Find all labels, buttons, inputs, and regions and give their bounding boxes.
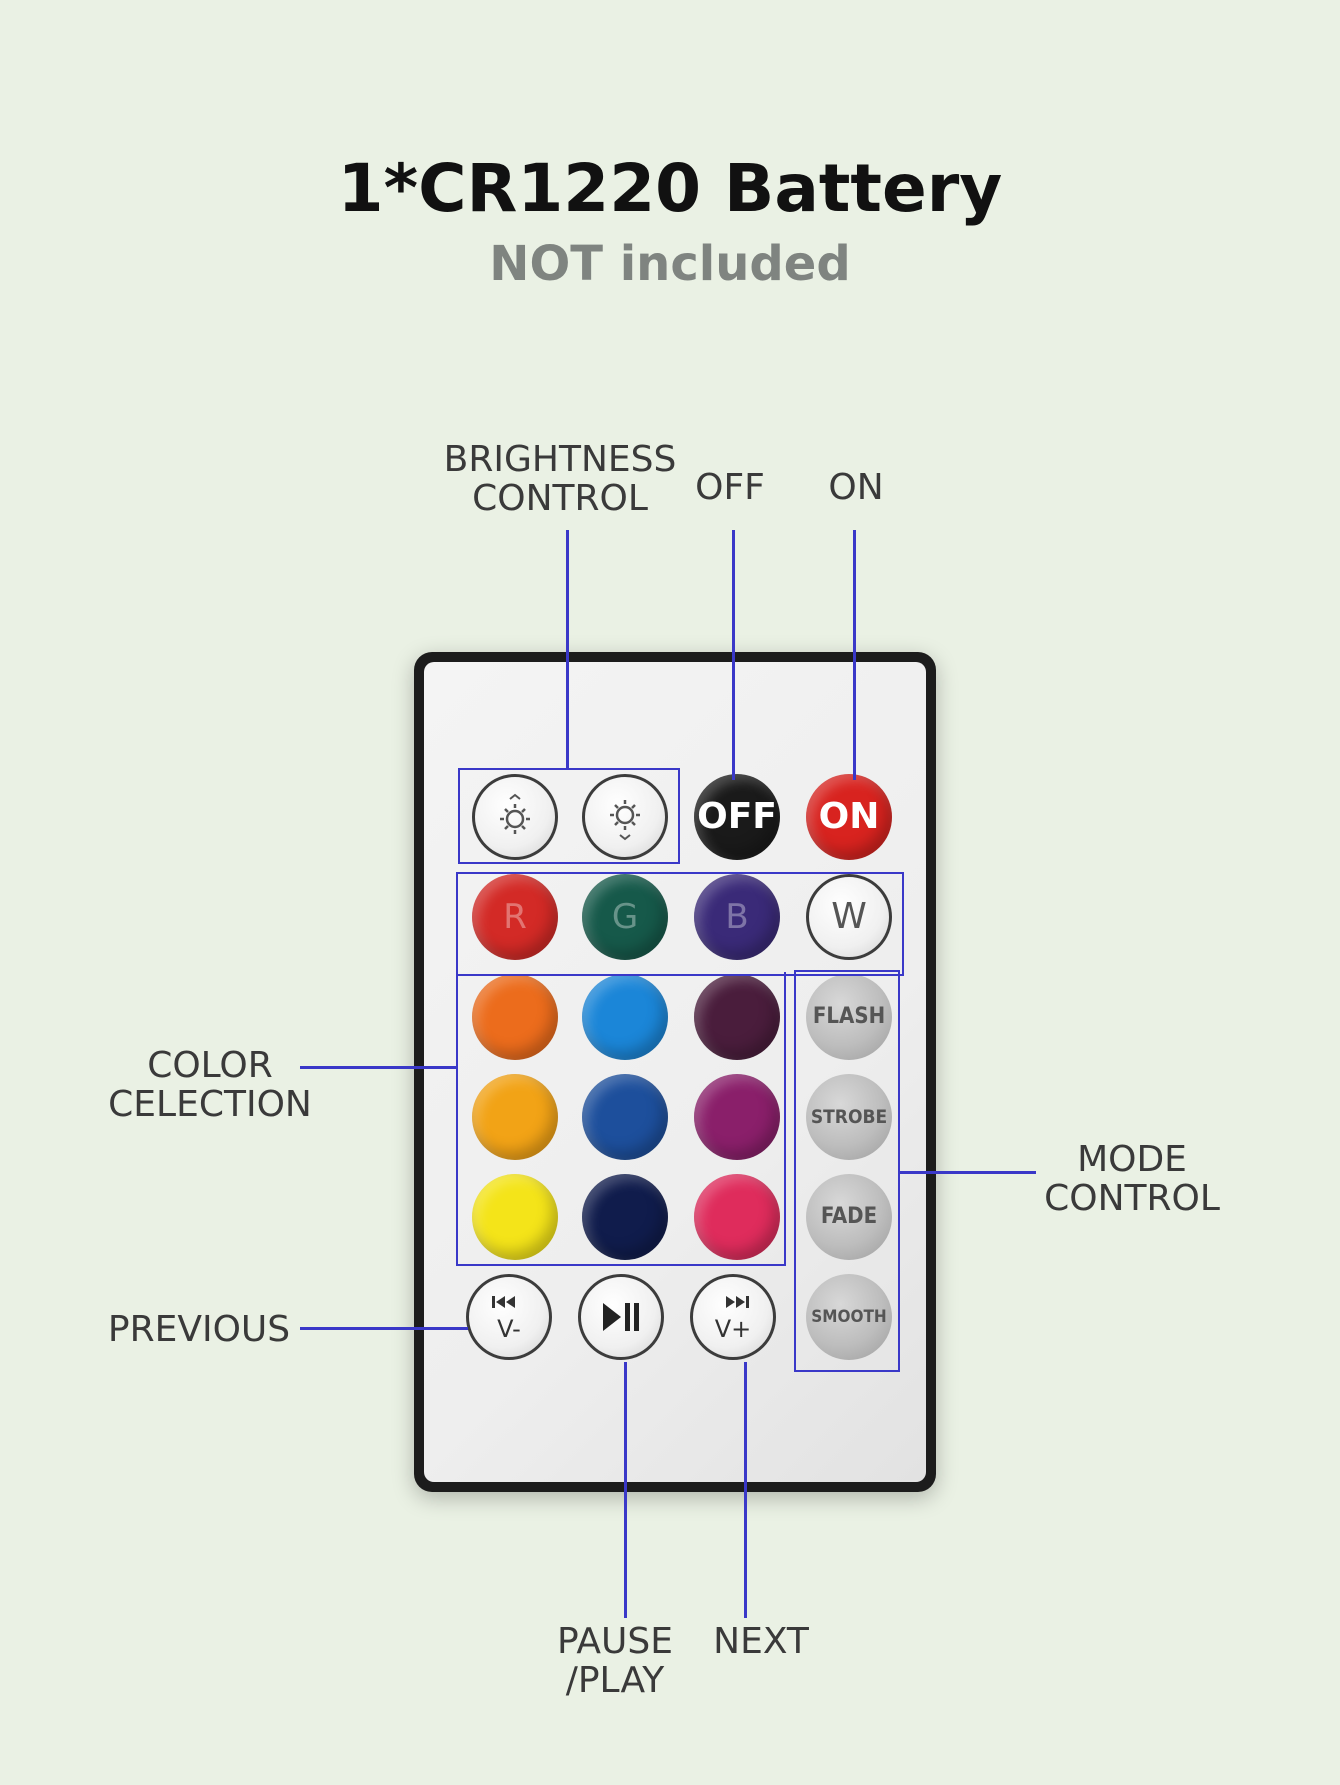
previous-label: PREVIOUS — [107, 1309, 291, 1350]
next-button[interactable]: V+ — [690, 1274, 776, 1360]
page-subtitle: NOT included — [489, 236, 851, 292]
next-label: NEXT — [713, 1621, 809, 1662]
previous-button-label: V- — [497, 1315, 521, 1343]
color-leader-line — [300, 1066, 456, 1069]
play-pause-icon — [603, 1303, 639, 1331]
flash-button[interactable]: FLASH — [806, 974, 892, 1060]
red-button-label: R — [503, 897, 527, 937]
strobe-button[interactable]: STROBE — [806, 1074, 892, 1160]
mode-label-line1: MODE — [1077, 1139, 1187, 1180]
color-label-line1: COLOR — [147, 1045, 273, 1086]
previous-button[interactable]: V- — [466, 1274, 552, 1360]
pause-leader-line — [624, 1362, 627, 1618]
fade-button-label: FADE — [820, 1204, 878, 1229]
off-button[interactable]: OFF — [694, 774, 780, 860]
pause-play-label: PAUSE /PLAY — [548, 1622, 682, 1700]
brightness-group-box — [458, 768, 680, 864]
skip-back-icon — [492, 1296, 515, 1308]
color-orange-button[interactable] — [472, 974, 558, 1060]
green-button-label: G — [611, 897, 639, 937]
pause-label-line1: PAUSE — [557, 1621, 673, 1662]
white-button-label: W — [831, 896, 867, 937]
flash-button-label: FLASH — [812, 1004, 886, 1029]
off-label: OFF — [695, 467, 765, 508]
brightness-leader-line — [566, 530, 569, 770]
page-title: 1*CR1220 Battery — [337, 150, 1003, 227]
on-label: ON — [828, 467, 884, 508]
on-button-label: ON — [818, 796, 880, 837]
white-button[interactable]: W — [806, 874, 892, 960]
color-label-line2: CELECTION — [108, 1084, 312, 1125]
remote-control: OFF ON R G B W FLASH STROBE FADE — [414, 652, 936, 1492]
mode-control-label: MODE CONTROL — [1032, 1140, 1232, 1218]
color-group-box-lower — [456, 972, 786, 1266]
smooth-button-label: SMOOTH — [811, 1307, 887, 1327]
color-yellow-button[interactable] — [472, 1174, 558, 1260]
smooth-button[interactable]: SMOOTH — [806, 1274, 892, 1360]
pause-label-line2: /PLAY — [565, 1660, 665, 1701]
brightness-up-button[interactable] — [582, 774, 668, 860]
color-sky-blue-button[interactable] — [582, 974, 668, 1060]
color-magenta-button[interactable] — [694, 1074, 780, 1160]
brightness-up-icon — [610, 800, 640, 841]
brightness-control-label: BRIGHTNESS CONTROL — [440, 440, 680, 518]
color-selection-label: COLOR CELECTION — [100, 1046, 320, 1124]
previous-leader-line — [300, 1327, 468, 1330]
color-group-box — [456, 872, 904, 976]
brightness-down-icon — [500, 793, 530, 834]
off-button-label: OFF — [697, 796, 777, 837]
mode-label-line2: CONTROL — [1044, 1178, 1220, 1219]
next-button-label: V+ — [714, 1315, 752, 1343]
next-leader-line — [744, 1362, 747, 1618]
mode-group-box — [794, 970, 900, 1372]
blue-button[interactable]: B — [694, 874, 780, 960]
play-pause-button[interactable] — [578, 1274, 664, 1360]
brightness-label-line2: CONTROL — [472, 478, 648, 519]
color-royal-blue-button[interactable] — [582, 1074, 668, 1160]
brightness-down-button[interactable] — [472, 774, 558, 860]
blue-button-label: B — [725, 897, 749, 937]
mode-leader-line — [900, 1171, 1036, 1174]
red-button[interactable]: R — [472, 874, 558, 960]
skip-forward-icon — [726, 1296, 749, 1308]
color-plum-button[interactable] — [694, 974, 780, 1060]
on-button[interactable]: ON — [806, 774, 892, 860]
color-navy-button[interactable] — [582, 1174, 668, 1260]
off-leader-line — [732, 530, 735, 780]
strobe-button-label: STROBE — [810, 1106, 888, 1128]
color-pink-button[interactable] — [694, 1174, 780, 1260]
brightness-label-line1: BRIGHTNESS — [443, 439, 677, 480]
green-button[interactable]: G — [582, 874, 668, 960]
fade-button[interactable]: FADE — [806, 1174, 892, 1260]
color-amber-button[interactable] — [472, 1074, 558, 1160]
on-leader-line — [853, 530, 856, 780]
